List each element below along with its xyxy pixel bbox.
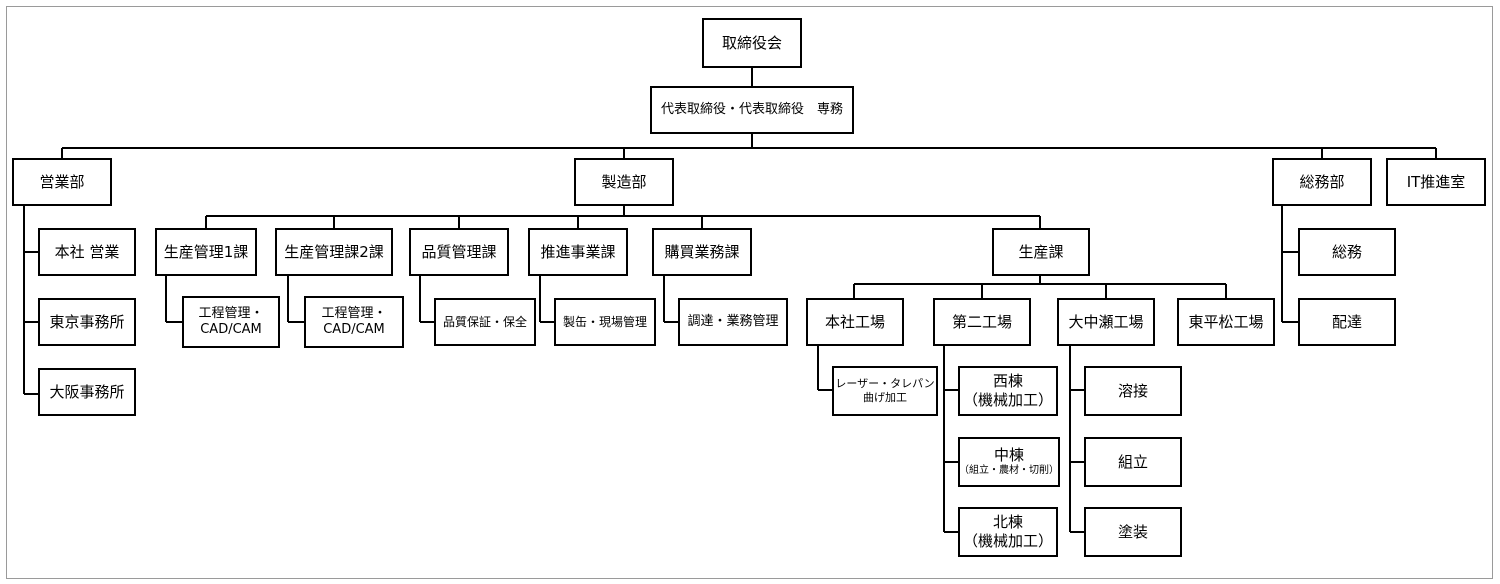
subunit-line: 工程管理・ xyxy=(198,305,264,321)
building-line: 中棟 xyxy=(993,446,1024,465)
building-line: （機械加工） xyxy=(962,532,1053,550)
general-affairs-dept-box: 総務部 xyxy=(1272,158,1372,206)
process-box: 溶接 xyxy=(1084,366,1182,416)
process-label: 溶接 xyxy=(1117,381,1148,400)
building-box-north: 北棟 （機械加工） xyxy=(958,507,1058,557)
board-label: 取締役会 xyxy=(721,33,782,52)
executives-label: 代表取締役・代表取締役 専務 xyxy=(660,101,843,117)
plant-box-daini: 第二工場 xyxy=(933,298,1031,346)
plant-box-onakase: 大中瀬工場 xyxy=(1057,298,1155,346)
subunit-label: 品質保証・保全 xyxy=(442,314,527,329)
building-line: （機械加工） xyxy=(962,391,1053,409)
sales-dept-label: 営業部 xyxy=(39,172,85,191)
plant-box-honsha: 本社工場 xyxy=(806,298,904,346)
subunit-box: 製缶・現場管理 xyxy=(554,298,656,346)
subunit-box: レーザー・タレパン 曲げ加工 xyxy=(832,366,938,416)
plant-box-higashi: 東平松工場 xyxy=(1177,298,1275,346)
general-affairs-unit-box: 配達 xyxy=(1298,298,1396,346)
section-label: 生産管理課2課 xyxy=(284,242,384,261)
plant-label: 第二工場 xyxy=(951,312,1012,331)
section-box-purchase: 購買業務課 xyxy=(652,228,752,276)
general-affairs-unit-box: 総務 xyxy=(1298,228,1396,276)
building-line: （組立・農材・切削） xyxy=(959,465,1059,477)
sales-unit-label: 東京事務所 xyxy=(49,312,125,331)
building-box-center: 中棟 （組立・農材・切削） xyxy=(958,437,1060,487)
section-box-qc: 品質管理課 xyxy=(409,228,509,276)
section-box-production: 生産課 xyxy=(992,228,1090,276)
section-box-promo: 推進事業課 xyxy=(528,228,628,276)
manufacturing-dept-box: 製造部 xyxy=(574,158,674,206)
section-label: 生産課 xyxy=(1018,242,1064,261)
diagram-frame xyxy=(6,6,1493,579)
subunit-box: 工程管理・ CAD/CAM xyxy=(304,296,404,348)
section-label: 品質管理課 xyxy=(421,242,497,261)
process-box: 塗装 xyxy=(1084,507,1182,557)
it-office-box: IT推進室 xyxy=(1386,158,1486,206)
subunit-box: 調達・業務管理 xyxy=(678,298,788,346)
subunit-box: 工程管理・ CAD/CAM xyxy=(182,296,280,348)
process-label: 組立 xyxy=(1117,452,1148,471)
section-label: 購買業務課 xyxy=(664,242,740,261)
general-affairs-unit-label: 配達 xyxy=(1331,312,1362,331)
sales-dept-box: 営業部 xyxy=(12,158,112,206)
executives-box: 代表取締役・代表取締役 専務 xyxy=(650,86,854,134)
building-line: 北棟 xyxy=(992,513,1023,532)
section-box-pc1: 生産管理1課 xyxy=(155,228,257,276)
board-box: 取締役会 xyxy=(702,18,802,68)
manufacturing-dept-label: 製造部 xyxy=(601,172,647,191)
process-box: 組立 xyxy=(1084,437,1182,487)
section-label: 推進事業課 xyxy=(540,242,616,261)
subunit-line: CAD/CAM xyxy=(323,322,385,337)
it-office-label: IT推進室 xyxy=(1406,172,1466,191)
plant-label: 東平松工場 xyxy=(1188,312,1264,331)
sales-unit-label: 本社 営業 xyxy=(54,242,120,261)
subunit-line: レーザー・タレパン xyxy=(835,377,935,391)
general-affairs-unit-label: 総務 xyxy=(1331,242,1362,261)
section-label: 生産管理1課 xyxy=(163,242,249,261)
general-affairs-dept-label: 総務部 xyxy=(1299,172,1345,191)
sales-unit-box: 大阪事務所 xyxy=(38,368,136,416)
section-box-pc2: 生産管理課2課 xyxy=(275,228,393,276)
subunit-label: 製缶・現場管理 xyxy=(562,314,647,329)
subunit-box: 品質保証・保全 xyxy=(434,298,536,346)
plant-label: 大中瀬工場 xyxy=(1068,312,1144,331)
sales-unit-box: 本社 営業 xyxy=(38,228,136,276)
subunit-line: 工程管理・ xyxy=(321,305,387,321)
sales-unit-label: 大阪事務所 xyxy=(49,382,125,401)
subunit-label: 調達・業務管理 xyxy=(687,313,779,329)
sales-unit-box: 東京事務所 xyxy=(38,298,136,346)
building-line: 西棟 xyxy=(992,372,1023,391)
subunit-line: 曲げ加工 xyxy=(863,391,907,404)
building-box-west: 西棟 （機械加工） xyxy=(958,366,1058,416)
plant-label: 本社工場 xyxy=(824,312,885,331)
process-label: 塗装 xyxy=(1117,522,1148,541)
subunit-line: CAD/CAM xyxy=(200,322,262,337)
